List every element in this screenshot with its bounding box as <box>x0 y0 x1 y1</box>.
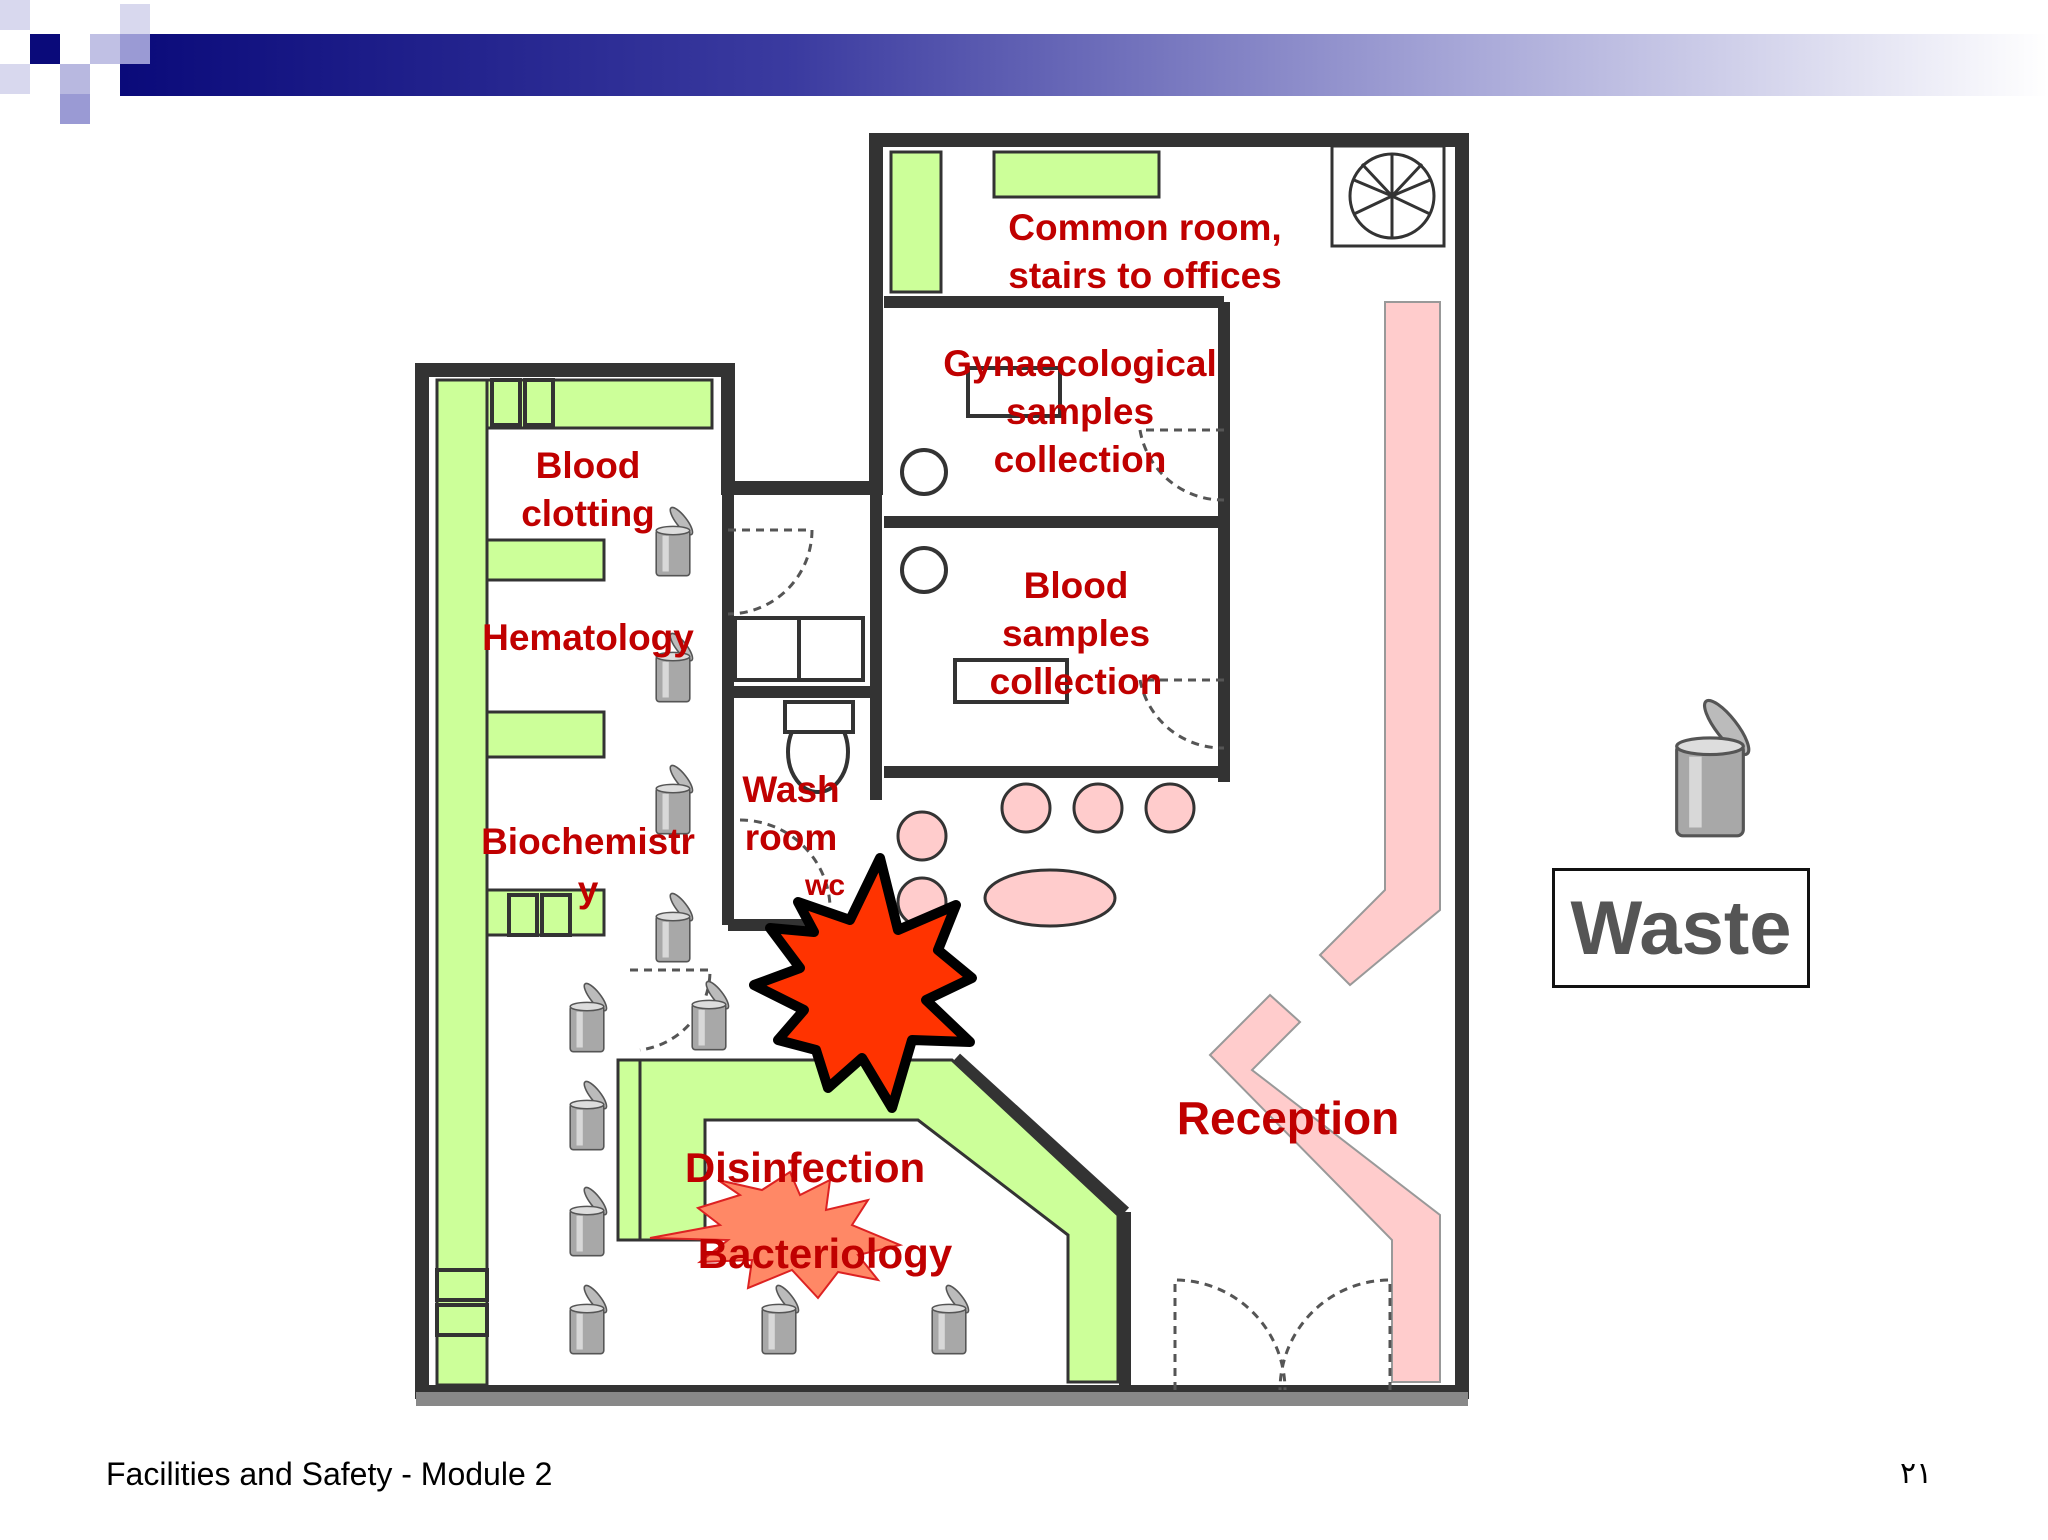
label-common-room: Common room, stairs to offices <box>1008 207 1282 296</box>
trash-bin-icon <box>761 1284 800 1355</box>
explosion-icon <box>749 853 977 1113</box>
spiral-stairs-icon <box>1330 144 1446 248</box>
label-wash-room: Wash room <box>742 769 840 858</box>
label-reception: Reception <box>1176 1092 1400 1144</box>
page-number: ٢١ <box>1900 1456 1933 1491</box>
reception-counters <box>1208 301 1441 1383</box>
trash-bin-icon <box>655 892 694 963</box>
title-banner <box>0 0 2048 124</box>
fixtures <box>733 366 1069 794</box>
label-disinfection: Disinfection <box>684 1144 926 1191</box>
label-blood-samples: Blood samples collection <box>989 565 1163 702</box>
label-wc: wc <box>804 869 846 902</box>
label-blood-clotting: Blood clotting <box>521 445 655 534</box>
trash-bin-icon <box>655 506 694 577</box>
bench-drawers <box>435 378 572 1337</box>
footer-text: Facilities and Safety - Module 2 <box>106 1456 553 1492</box>
trash-bin-icon <box>691 980 730 1051</box>
trash-bin-icon <box>569 1080 608 1151</box>
trash-bin-icon <box>1675 698 1751 838</box>
trash-bin-icon <box>655 632 694 703</box>
waste-legend-box: Waste <box>1552 868 1810 988</box>
label-biochemistry: Biochemistr y <box>481 821 695 910</box>
trash-bin-icon <box>569 1186 608 1257</box>
label-hematology: Hematology <box>482 617 694 658</box>
label-bacteriology: Bacteriology <box>697 1230 953 1277</box>
trash-bin-icon <box>569 1284 608 1355</box>
trash-bin-icon <box>569 982 608 1053</box>
trash-bin-icon <box>931 1284 970 1355</box>
door-swings <box>630 428 1392 1391</box>
chairs <box>896 782 1196 928</box>
splash-icon <box>649 1170 904 1300</box>
waste-label: Waste <box>1570 885 1792 971</box>
trash-bin-icon <box>655 764 694 835</box>
label-gynaecological: Gynaecological samples collection <box>943 343 1217 480</box>
